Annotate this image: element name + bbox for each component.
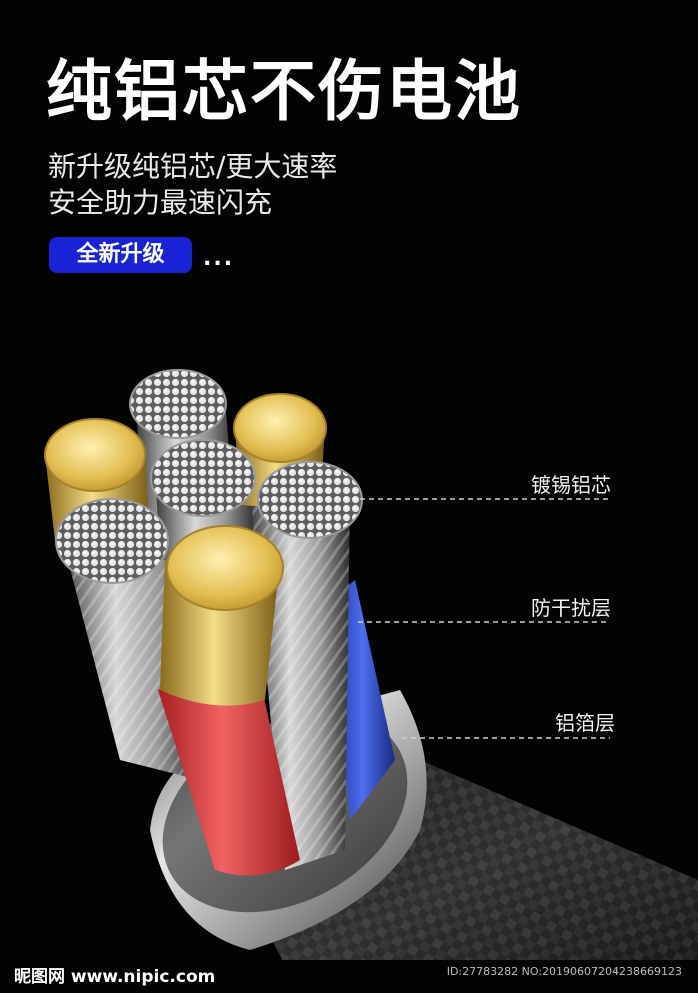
label-shield-layer: 防干扰层 (531, 596, 611, 620)
watermark-id: ID:27783282 NO:20190607204238669123 (446, 965, 682, 978)
label-foil-layer: 铝箔层 (555, 711, 615, 735)
new-upgrade-badge: 全新升级 (49, 237, 192, 273)
label-tinned-core: 镀锡铝芯 (531, 473, 611, 497)
subtitle-line-1: 新升级纯铝芯/更大速率 (48, 150, 338, 183)
red-wire (158, 672, 300, 876)
cable-cross-section-illustration (44, 369, 698, 960)
watermark-site: 昵图网 www.nipic.com (14, 967, 216, 987)
subtitle-line-2: 安全助力最速闪充 (48, 186, 273, 219)
headline: 纯铝芯不伤电池 (46, 53, 522, 130)
badge-dots: ... (203, 246, 235, 271)
